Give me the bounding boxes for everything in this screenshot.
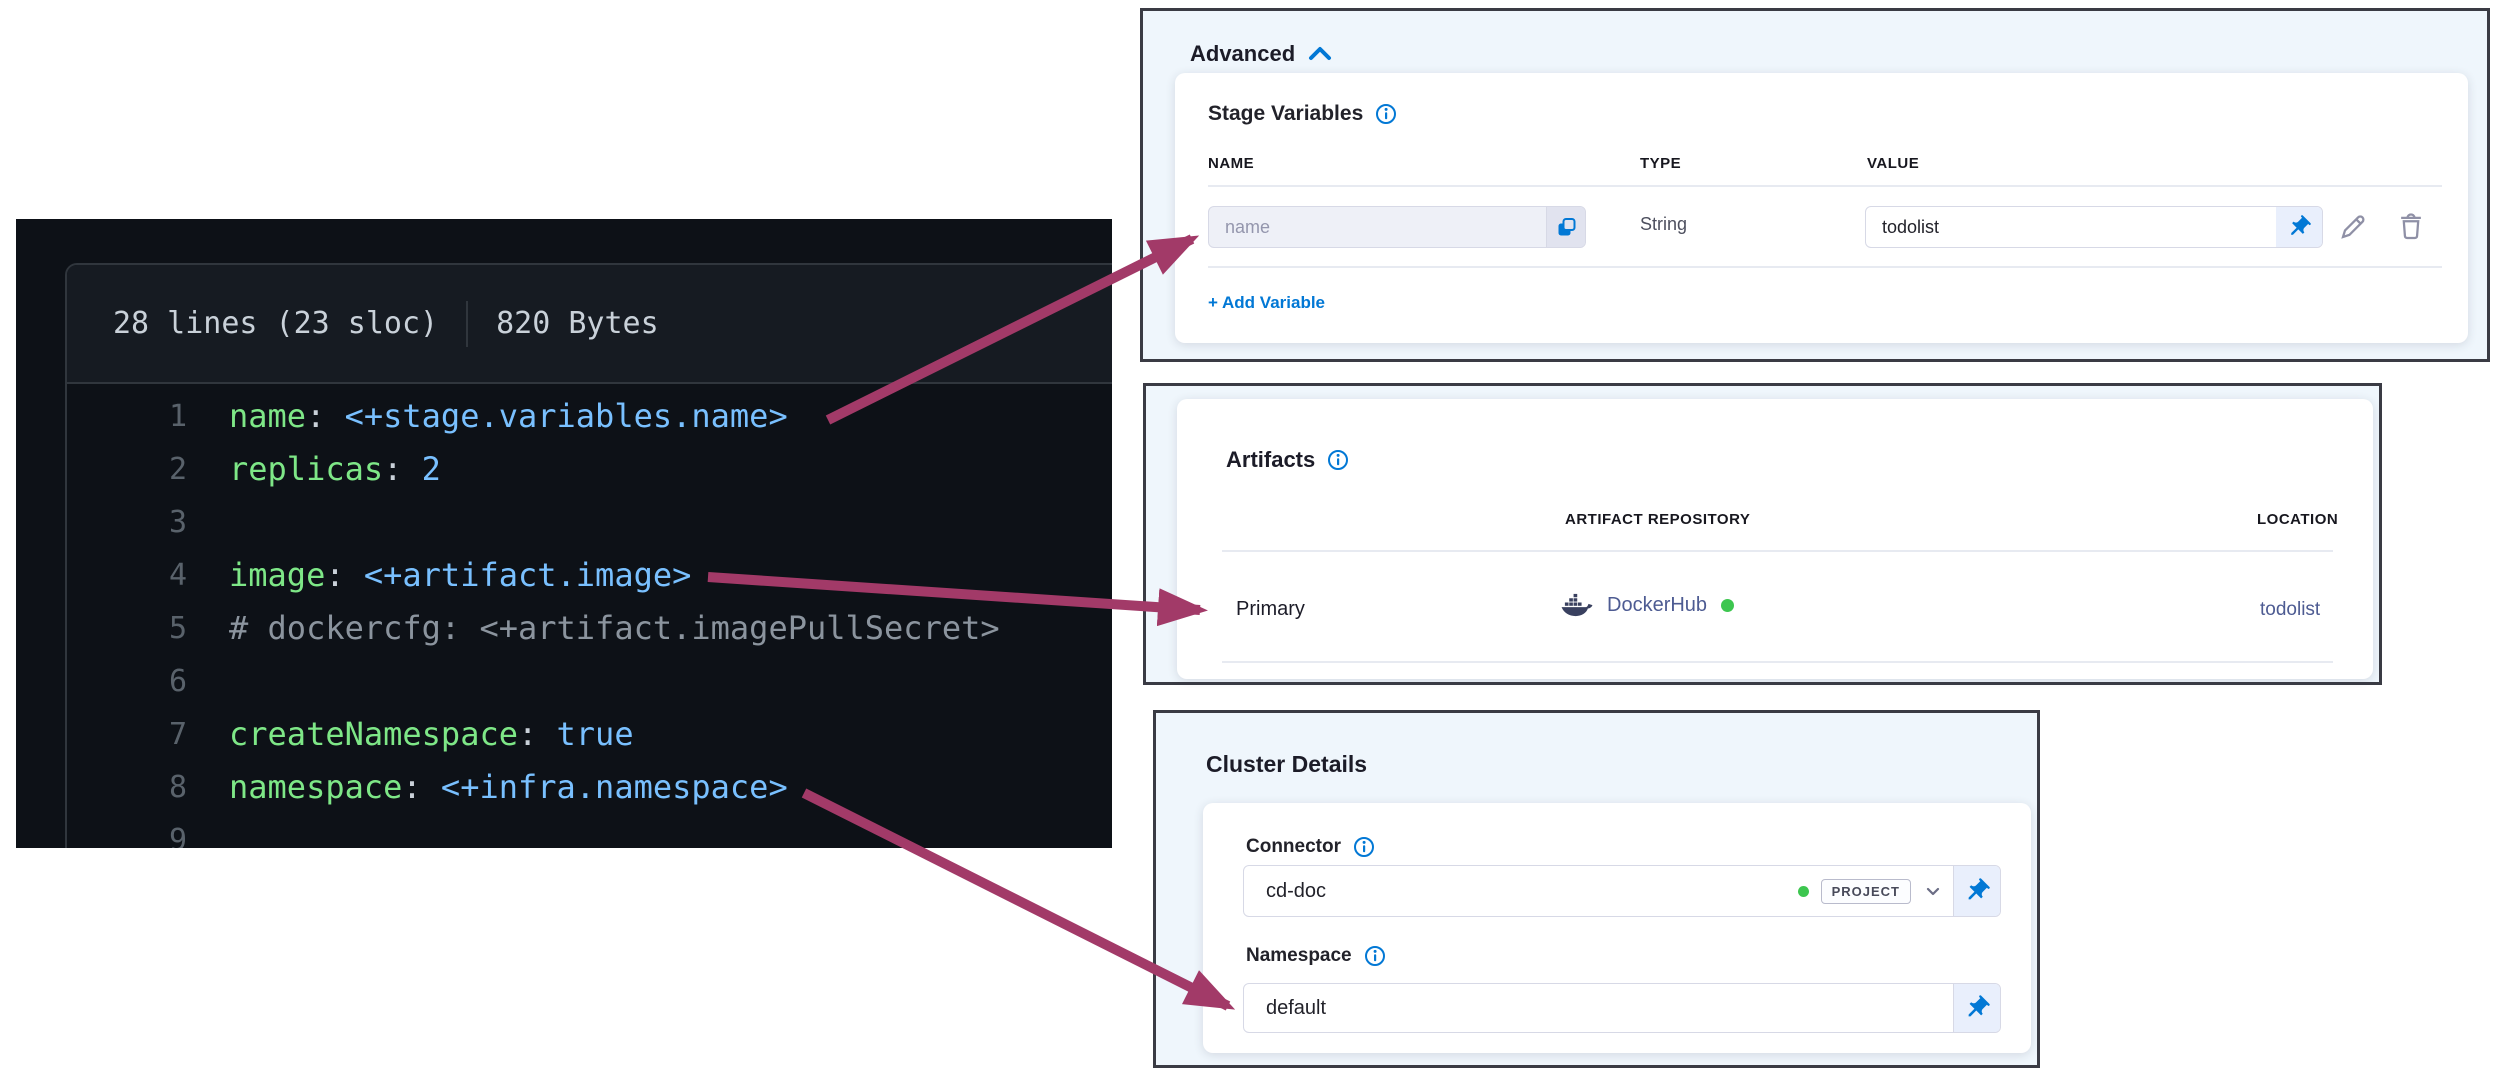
info-icon[interactable] xyxy=(1353,836,1375,858)
line-number: 4 xyxy=(168,558,187,593)
line-number: 7 xyxy=(168,717,187,752)
line-content: replicas: 2 xyxy=(229,450,441,488)
code-file-header: 28 lines (23 sloc) 820 Bytes xyxy=(67,265,1112,384)
artifact-repository-name: DockerHub xyxy=(1607,593,1708,616)
code-line: 9 xyxy=(67,814,1112,848)
code-line: 4 image: <+artifact.image> xyxy=(67,549,1112,602)
artifacts-heading: Artifacts xyxy=(1226,447,1349,473)
line-number: 5 xyxy=(168,611,187,646)
file-size-info: 820 Bytes xyxy=(496,306,659,341)
stage-variables-heading: Stage Variables xyxy=(1208,102,1397,126)
table-divider xyxy=(1222,661,2333,663)
copy-icon[interactable] xyxy=(1546,207,1585,247)
variable-name-field[interactable] xyxy=(1209,207,1546,247)
status-dot-green xyxy=(1797,885,1809,897)
variable-value-input[interactable] xyxy=(1865,206,2323,248)
code-line: 6 xyxy=(67,655,1112,708)
stage-variables-card: Stage Variables NAME TYPE VALUE St xyxy=(1175,73,2468,343)
chevron-up-icon[interactable] xyxy=(1307,45,1333,63)
table-divider xyxy=(1222,550,2333,552)
line-number: 2 xyxy=(168,452,187,487)
code-lines: 1 name: <+stage.variables.name> 2 replicas:… xyxy=(67,384,1112,848)
info-icon[interactable] xyxy=(1364,945,1386,967)
namespace-input[interactable] xyxy=(1243,983,2001,1033)
line-number: 6 xyxy=(168,664,187,699)
code-line: 7 createNamespace: true xyxy=(67,708,1112,761)
artifacts-title: Artifacts xyxy=(1226,447,1316,472)
code-line: 5 # dockercfg: <+artifact.imagePullSecret… xyxy=(67,602,1112,655)
edit-icon[interactable] xyxy=(2335,209,2371,245)
variable-type-value: String xyxy=(1640,214,1688,234)
line-content: namespace: <+infra.namespace> xyxy=(229,768,788,806)
code-line: 1 name: <+stage.variables.name> xyxy=(67,390,1112,443)
docker-whale-icon xyxy=(1561,593,1593,617)
cluster-details-card: Connector PROJECT Namespace xyxy=(1203,803,2031,1053)
connector-input[interactable]: PROJECT xyxy=(1243,865,2001,917)
code-file-box: 28 lines (23 sloc) 820 Bytes 1 name: <+st… xyxy=(65,263,1112,848)
line-content xyxy=(187,496,229,549)
line-content: # dockercfg: <+artifact.imagePullSecret> xyxy=(229,609,1000,647)
code-line: 3 xyxy=(67,496,1112,549)
line-number: 8 xyxy=(168,770,187,805)
line-number: 3 xyxy=(168,505,187,540)
variable-name-input[interactable] xyxy=(1208,206,1586,248)
code-viewer-panel: 28 lines (23 sloc) 820 Bytes 1 name: <+st… xyxy=(16,219,1112,848)
scope-badge: PROJECT xyxy=(1820,878,1911,904)
line-content: name: <+stage.variables.name> xyxy=(229,397,788,435)
code-line: 2 replicas: 2 xyxy=(67,443,1112,496)
column-header-value: VALUE xyxy=(1867,155,1920,172)
info-icon[interactable] xyxy=(1327,449,1349,471)
namespace-label-row: Namespace xyxy=(1246,945,1386,967)
column-header-artifact-repository: ARTIFACT REPOSITORY xyxy=(1565,511,1751,528)
pin-icon[interactable] xyxy=(2276,207,2322,247)
delete-icon[interactable] xyxy=(2393,208,2429,244)
line-content xyxy=(187,814,229,848)
advanced-panel: Advanced Stage Variables NAME TYPE VALUE xyxy=(1140,8,2490,362)
line-content: createNamespace: true xyxy=(229,715,634,753)
artifact-location-value: todolist xyxy=(2260,599,2321,620)
cluster-details-panel: Cluster Details Connector PROJECT xyxy=(1153,710,2040,1068)
line-content: image: <+artifact.image> xyxy=(229,556,692,594)
table-divider xyxy=(1208,185,2442,187)
code-line: 8 namespace: <+infra.namespace> xyxy=(67,761,1112,814)
artifact-repository-cell[interactable]: DockerHub xyxy=(1561,593,1735,617)
pin-icon[interactable] xyxy=(1953,866,2000,916)
advanced-title: Advanced xyxy=(1190,41,1296,66)
info-icon[interactable] xyxy=(1375,103,1397,125)
connector-field[interactable] xyxy=(1244,866,1798,916)
advanced-section-toggle[interactable]: Advanced xyxy=(1190,41,1333,67)
namespace-label: Namespace xyxy=(1246,945,1352,966)
cluster-details-title: Cluster Details xyxy=(1206,751,1368,777)
connector-label-row: Connector xyxy=(1246,836,1375,858)
column-header-type: TYPE xyxy=(1640,155,1682,172)
status-dot-green xyxy=(1721,598,1735,612)
column-header-location: LOCATION xyxy=(2257,511,2339,528)
artifacts-card: Artifacts ARTIFACT REPOSITORY LOCATION P… xyxy=(1177,399,2373,679)
variable-value-field[interactable] xyxy=(1866,207,2276,247)
namespace-field[interactable] xyxy=(1244,984,1953,1032)
chevron-down-icon[interactable] xyxy=(1921,879,1945,903)
stage-variables-title: Stage Variables xyxy=(1208,102,1364,125)
pin-icon[interactable] xyxy=(1953,984,2000,1032)
artifact-row-label: Primary xyxy=(1236,598,1305,620)
header-divider xyxy=(466,300,469,347)
line-number: 1 xyxy=(168,399,187,434)
line-content xyxy=(187,655,229,708)
add-variable-button[interactable]: + Add Variable xyxy=(1208,293,1325,312)
file-lines-info: 28 lines (23 sloc) xyxy=(113,306,439,341)
table-divider xyxy=(1208,266,2442,268)
artifacts-panel: Artifacts ARTIFACT REPOSITORY LOCATION P… xyxy=(1143,383,2382,685)
column-header-name: NAME xyxy=(1208,155,1255,172)
connector-label: Connector xyxy=(1246,836,1341,857)
line-number: 9 xyxy=(168,823,187,848)
